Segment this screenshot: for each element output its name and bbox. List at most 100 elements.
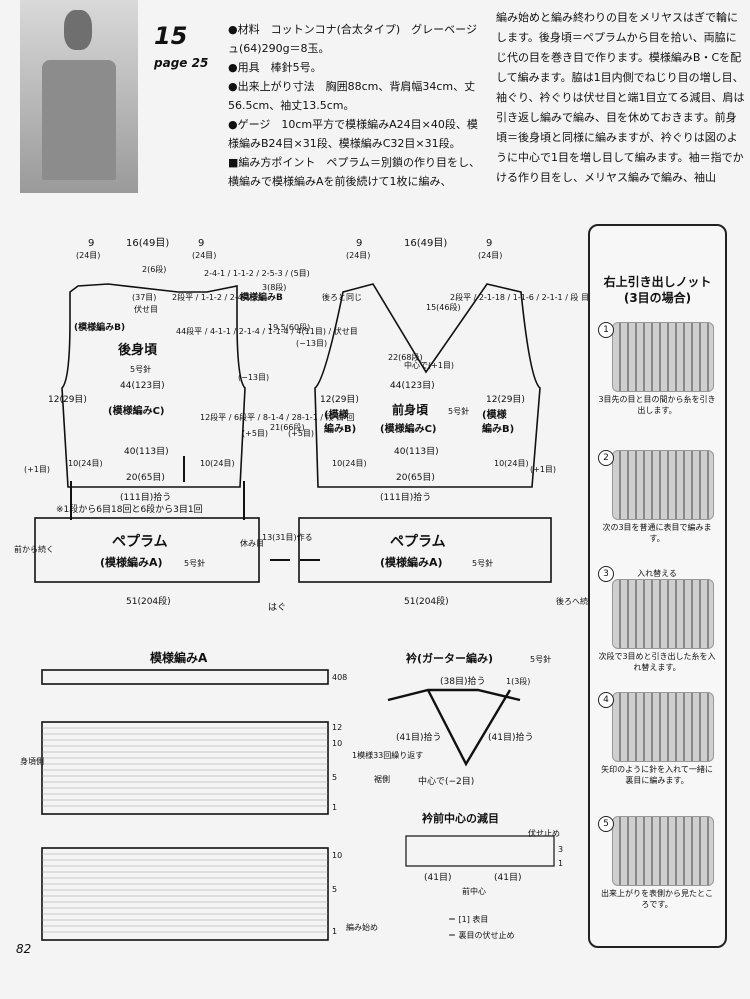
- step-caption: 3目先の目と目の間から糸を引き出します。: [598, 395, 716, 415]
- step-illustration: [612, 322, 714, 392]
- decrease-bind-off: 伏せ止め: [528, 828, 560, 838]
- chart-a-start: 編み始め: [346, 922, 378, 932]
- size-text: ●出来上がり寸法 胸囲88cm、背肩幅34cm、丈56.5cm、袖丈13.5cm…: [228, 80, 476, 112]
- gauge-text: ●ゲージ 10cm平方で模様編みA24目×40段、模様編みB24目×31段、模様…: [228, 118, 478, 150]
- chart-a-top: [41, 669, 329, 685]
- back-waist: 40(113目): [124, 446, 169, 457]
- technique-step-2: 2 次の3目を普通に表目で編みます。: [598, 450, 716, 544]
- chart-a-row-5b: 5: [332, 885, 337, 894]
- legend-knit: ＝ [1] 表目: [448, 914, 488, 924]
- method-continued-text: 編み始めと編み終わりの目をメリヤスはぎで輪にします。後身頃＝ペプラムから目を拾い…: [496, 11, 745, 184]
- step-caption: 出来上がりを表側から見たところです。: [601, 889, 713, 909]
- step-number: 2: [598, 450, 614, 466]
- peplum-to-back: 後ろへ続く: [556, 596, 596, 606]
- back-bottom-right: 10(24目): [200, 459, 235, 468]
- decrease-right-count: (41目): [494, 872, 521, 883]
- back-shoulder-height: 3(8段): [262, 282, 286, 292]
- step-number: 1: [598, 322, 614, 338]
- legend-purl-bind: ＝ 裏目の伏せ止め: [448, 930, 515, 940]
- back-body-title: 後身頃: [118, 342, 158, 358]
- back-shoulder-rows: 2段平 / 1-1-2 / 2-4-1: [172, 292, 251, 302]
- front-bottom-left: 10(24目): [332, 459, 367, 468]
- front-body-title: 前身頃: [392, 402, 429, 417]
- technique-step-1: 1 3目先の目と目の間から糸を引き出します。: [598, 322, 716, 416]
- decrease-row-1: 1: [558, 859, 563, 868]
- method-point-text: ■編み方ポイント ペプラム＝別鎖の作り目をし、横編みで模様編みAを前後続けて1枚…: [228, 156, 481, 188]
- instructions-column-2: 編み始めと編み終わりの目をメリヤスはぎで輪にします。後身頃＝ペプラムから目を拾い…: [496, 8, 746, 188]
- peplum-front-title: ペプラム: [390, 534, 446, 550]
- back-top-right-unit: (24目): [192, 251, 216, 260]
- front-side-left: 12(29目): [320, 394, 359, 405]
- step-caption: 矢印のように針を入れて一緒に裏目に編みます。: [601, 765, 713, 785]
- peplum-seam: はぐ: [268, 602, 286, 613]
- chart-a-title: 模様編みA: [150, 650, 208, 665]
- decrease-center: 前中心: [462, 886, 486, 896]
- front-pattern-b-left: (模様: [324, 408, 350, 421]
- peplum-back-title: ペプラム: [112, 534, 168, 550]
- peplum-front-outline: [298, 517, 552, 583]
- step-number: 5: [598, 816, 614, 832]
- front-top-right-unit: (24目): [478, 251, 502, 260]
- step-illustration: [612, 579, 714, 649]
- peplum-front-width: 51(204段): [404, 595, 449, 607]
- front-v-height: 15(46段): [426, 302, 461, 312]
- chart-a-hem-side: 裾側: [374, 774, 390, 784]
- chart-a-row-1b: 1: [332, 927, 337, 936]
- front-top-mid-dim: 16(49目): [404, 238, 447, 249]
- front-needle: 5号針: [448, 406, 469, 416]
- collar-rows: 1(3段): [506, 676, 530, 686]
- peplum-back-width: 51(204段): [126, 595, 171, 607]
- chart-a-row-1: 1: [332, 803, 337, 812]
- back-pickup: (111目)拾う: [120, 491, 171, 503]
- back-top-left-unit: (24目): [76, 251, 100, 260]
- tools-text: ●用具 棒針5号。: [228, 61, 322, 74]
- step-illustration: [612, 450, 714, 520]
- peplum-front-pattern: (模様編みA): [380, 555, 443, 569]
- chart-a-row-5: 5: [332, 773, 337, 782]
- chart-a-body-side: 身頃側: [20, 756, 44, 766]
- front-body-outline: [314, 283, 541, 488]
- pattern-number: 15: [154, 22, 188, 50]
- front-pattern-b-left-2: 編みB): [324, 422, 356, 435]
- back-note: ※1段から6目18回と6段から3目1回: [56, 503, 203, 515]
- front-bottom-right: 10(24目): [494, 459, 529, 468]
- step-number: 3: [598, 566, 614, 582]
- collar-outline: [387, 688, 521, 767]
- back-shoulder-count: (37目): [132, 293, 156, 302]
- back-side-rows: 12段平 / 6段平 / 8-1-4 / 28-1-1 / 段 目 回: [200, 412, 355, 422]
- peplum-rest-stitches: 休み目: [240, 538, 264, 548]
- front-pattern-b-right: (模様: [482, 408, 508, 421]
- back-top-right-dim: 9: [198, 238, 204, 249]
- front-plus1: (+1目): [530, 465, 556, 474]
- back-top-left-dim: 9: [88, 238, 94, 249]
- decrease-title: 衿前中心の減目: [422, 811, 499, 825]
- back-neck-rows: 2-4-1 / 1-1-2 / 2-5-3 / (5目): [204, 269, 310, 278]
- instructions-column-1: ●材料 コットンコナ(合太タイプ) グレーベージュ(64)290g＝8玉。 ●用…: [228, 20, 486, 191]
- chart-a-repeat: 1模様33回繰り返す: [352, 750, 423, 760]
- model-photo: [20, 0, 138, 193]
- step-caption: 次段で3目めと引き出した糸を入れ替えます。: [598, 652, 716, 672]
- front-plus5: (+5目): [288, 429, 314, 438]
- collar-left-pickup: (41目)拾う: [396, 731, 441, 743]
- technique-title: 右上引き出しノット (3目の場合): [603, 275, 712, 305]
- technique-step-5: 5 出来上がりを表側から見たところです。: [598, 816, 716, 910]
- back-side-height: 21(66段): [270, 422, 305, 432]
- front-waist: 40(113目): [394, 446, 439, 457]
- front-top-right-dim: 9: [486, 238, 492, 249]
- step-illustration: [612, 692, 714, 762]
- back-neck-depth: 2(6段): [142, 264, 166, 274]
- front-same-as-back: 後ろと同じ: [322, 292, 362, 302]
- back-plus1: (+1目): [24, 465, 50, 474]
- back-pattern-b-right: 模様編みB: [240, 291, 283, 303]
- back-body-outline: [61, 283, 246, 488]
- back-minus13: (−13目): [238, 373, 269, 382]
- front-pattern-c: (模様編みC): [380, 422, 436, 435]
- collar-title: 衿(ガーター編み): [406, 651, 493, 665]
- back-plus5: (+5目): [242, 429, 268, 438]
- front-top-left-unit: (24目): [346, 251, 370, 260]
- page-number: 82: [16, 942, 32, 956]
- front-v-start: 22(68段): [388, 352, 423, 362]
- chart-a-row-10: 10: [332, 739, 342, 748]
